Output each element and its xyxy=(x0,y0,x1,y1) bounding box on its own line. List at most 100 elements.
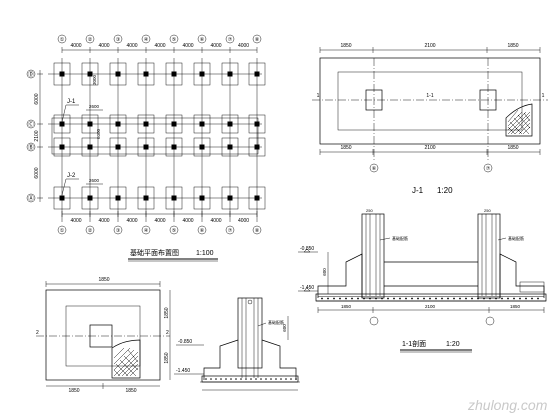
rebar-dot xyxy=(210,378,212,380)
column-mark xyxy=(199,144,205,150)
column-bubble xyxy=(57,34,67,44)
j2-section-mark-right: 2 xyxy=(166,330,169,336)
rebar-dot xyxy=(230,378,232,380)
rebar-dot xyxy=(205,378,207,380)
plan-vertical-grid xyxy=(61,58,258,222)
left-dim-middle: 2100 xyxy=(34,130,40,141)
rebar-dot xyxy=(265,378,267,380)
rebar-dot xyxy=(495,297,497,300)
rebar-dot xyxy=(501,297,503,300)
j1-bottom-dim-2: 2100 xyxy=(424,145,435,151)
s11-note-left: 基础配筋 xyxy=(392,235,408,241)
rebar-dot xyxy=(275,378,277,380)
plan-scale: 1:100 xyxy=(196,250,214,257)
rebar-dot xyxy=(465,297,467,300)
s11-top-dim-left: 250 xyxy=(366,208,373,213)
rebar-dot xyxy=(270,378,272,380)
rebar-dot xyxy=(435,297,437,300)
column-mark xyxy=(254,144,260,150)
plan-top-dim-label: 4000 xyxy=(210,43,221,49)
column-mark xyxy=(115,121,121,127)
rebar-dot xyxy=(423,297,425,300)
rebar-dot xyxy=(240,378,242,380)
tag-j2: J-2 xyxy=(67,173,76,179)
column-label-top: ⑧ xyxy=(255,37,260,43)
column-mark xyxy=(171,195,177,201)
s22-elev-top: -0.850 xyxy=(178,339,192,345)
footing-outline xyxy=(53,62,71,86)
s11-bottom-dim-1: 1850 xyxy=(341,304,352,309)
footing-outline xyxy=(137,186,155,210)
rebar-dot xyxy=(513,297,515,300)
rebar-dot xyxy=(369,297,371,300)
footing-outline xyxy=(248,114,266,134)
column-bubble xyxy=(197,225,207,235)
footing-outline xyxy=(221,62,239,86)
column-bubble xyxy=(252,225,262,235)
plan-ground-beams xyxy=(51,117,259,155)
column-mark xyxy=(87,121,93,127)
column-mark xyxy=(254,121,260,127)
column-mark xyxy=(59,121,65,127)
row-label-b: Ⓑ xyxy=(28,144,34,152)
s11-title: 1-1剖面 xyxy=(402,339,426,348)
section-2-2-bottom-rebar-dots xyxy=(205,378,297,380)
footing-outline xyxy=(193,137,211,157)
rebar-dot xyxy=(519,297,521,300)
j2-bottom-dim-1: 1850 xyxy=(68,388,79,394)
rebar-dot xyxy=(327,297,329,300)
s11-scale: 1:20 xyxy=(446,341,460,348)
column-mark xyxy=(143,144,149,150)
rebar-dot xyxy=(345,297,347,300)
column-bubble xyxy=(57,225,67,235)
footing-outline xyxy=(193,114,211,134)
column-label-bottom: ① xyxy=(60,228,65,234)
rebar-dot xyxy=(459,297,461,300)
rebar-dot xyxy=(471,297,473,300)
rebar-dot xyxy=(250,378,252,380)
rebar-dot xyxy=(531,297,533,300)
footing-outline xyxy=(165,62,183,86)
footing-outline xyxy=(137,114,155,134)
column-label-top: ④ xyxy=(144,37,149,43)
rebar-dot xyxy=(260,378,262,380)
section-1-1-bottom-rebar-dots xyxy=(321,297,539,300)
column-mark xyxy=(59,71,65,77)
j1-axis-right: 1 xyxy=(542,93,545,99)
left-dim-upper: 6000 xyxy=(34,93,40,104)
column-mark xyxy=(254,71,260,77)
plan-bottom-dim-label: 4000 xyxy=(238,218,249,224)
footing-outline xyxy=(109,114,127,134)
row-label-c: Ⓒ xyxy=(28,121,34,129)
footing-outline xyxy=(81,186,99,210)
column-label-bottom: ⑦ xyxy=(228,228,233,234)
footing-outline xyxy=(193,186,211,210)
plan-bottom-dim-label: 4000 xyxy=(182,218,193,224)
footing-outline xyxy=(165,137,183,157)
footing-outline xyxy=(53,137,71,157)
plan-top-dim-label: 4000 xyxy=(126,43,137,49)
footing-outline xyxy=(193,62,211,86)
rebar-dot xyxy=(235,378,237,380)
column-mark xyxy=(171,144,177,150)
footing-outline xyxy=(53,186,71,210)
j1-axis-left: 1 xyxy=(317,93,320,99)
plan-top-dim-label: 4000 xyxy=(238,43,249,49)
j2-top-dim: 1850 xyxy=(98,277,109,283)
footing-outline xyxy=(248,186,266,210)
dim-2600-lower: 2600 xyxy=(89,178,100,183)
rebar-dot xyxy=(321,297,323,300)
column-mark xyxy=(115,71,121,77)
j1-top-dim-2: 2100 xyxy=(424,43,435,49)
column-label-bottom: ② xyxy=(88,228,93,234)
column-label-top: ② xyxy=(88,37,93,43)
j2-plan-view: 1850 2 2 1850 1850 1850 1850 xyxy=(36,277,171,394)
j1-title: J-1 xyxy=(412,186,424,195)
rebar-dot xyxy=(225,378,227,380)
rebar-dot xyxy=(477,297,479,300)
plan-top-dim-label: 4000 xyxy=(98,43,109,49)
j2-section-mark-left: 2 xyxy=(36,330,39,336)
